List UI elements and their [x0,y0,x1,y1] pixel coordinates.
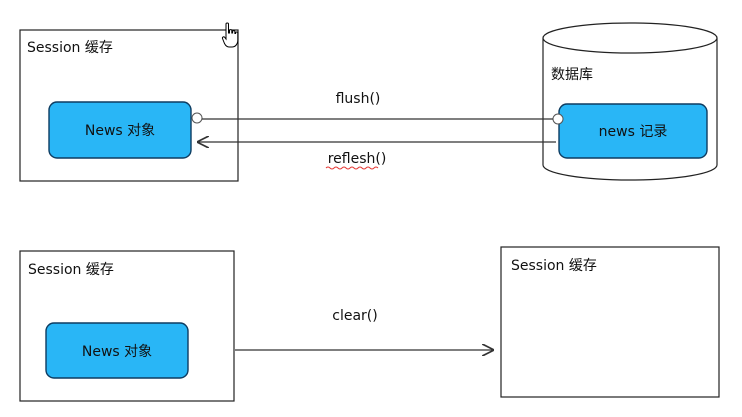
news-object-label-top: News 对象 [85,123,155,139]
news-object-label-bottom: News 对象 [82,344,152,360]
database-label: 数据库 [551,67,593,83]
news-object-node-top [48,101,192,159]
clear-label: clear() [332,308,377,324]
session-cache-label-bottom-left: Session 缓存 [28,262,114,278]
session-cache-box-bottom-right [500,246,720,398]
news-record-label: news 记录 [599,124,668,140]
reflesh-label: reflesh() [328,151,387,167]
news-object-node-bottom [45,322,189,379]
session-cache-label-bottom-right: Session 缓存 [511,258,597,274]
connection-handle-record [552,113,564,125]
spellcheck-squiggle [325,166,379,170]
connection-handle-news [191,112,203,124]
session-cache-label-top: Session 缓存 [27,40,113,56]
news-record-node [558,103,708,159]
flush-label: flush() [336,91,381,107]
hand-pointer-icon [221,22,239,48]
